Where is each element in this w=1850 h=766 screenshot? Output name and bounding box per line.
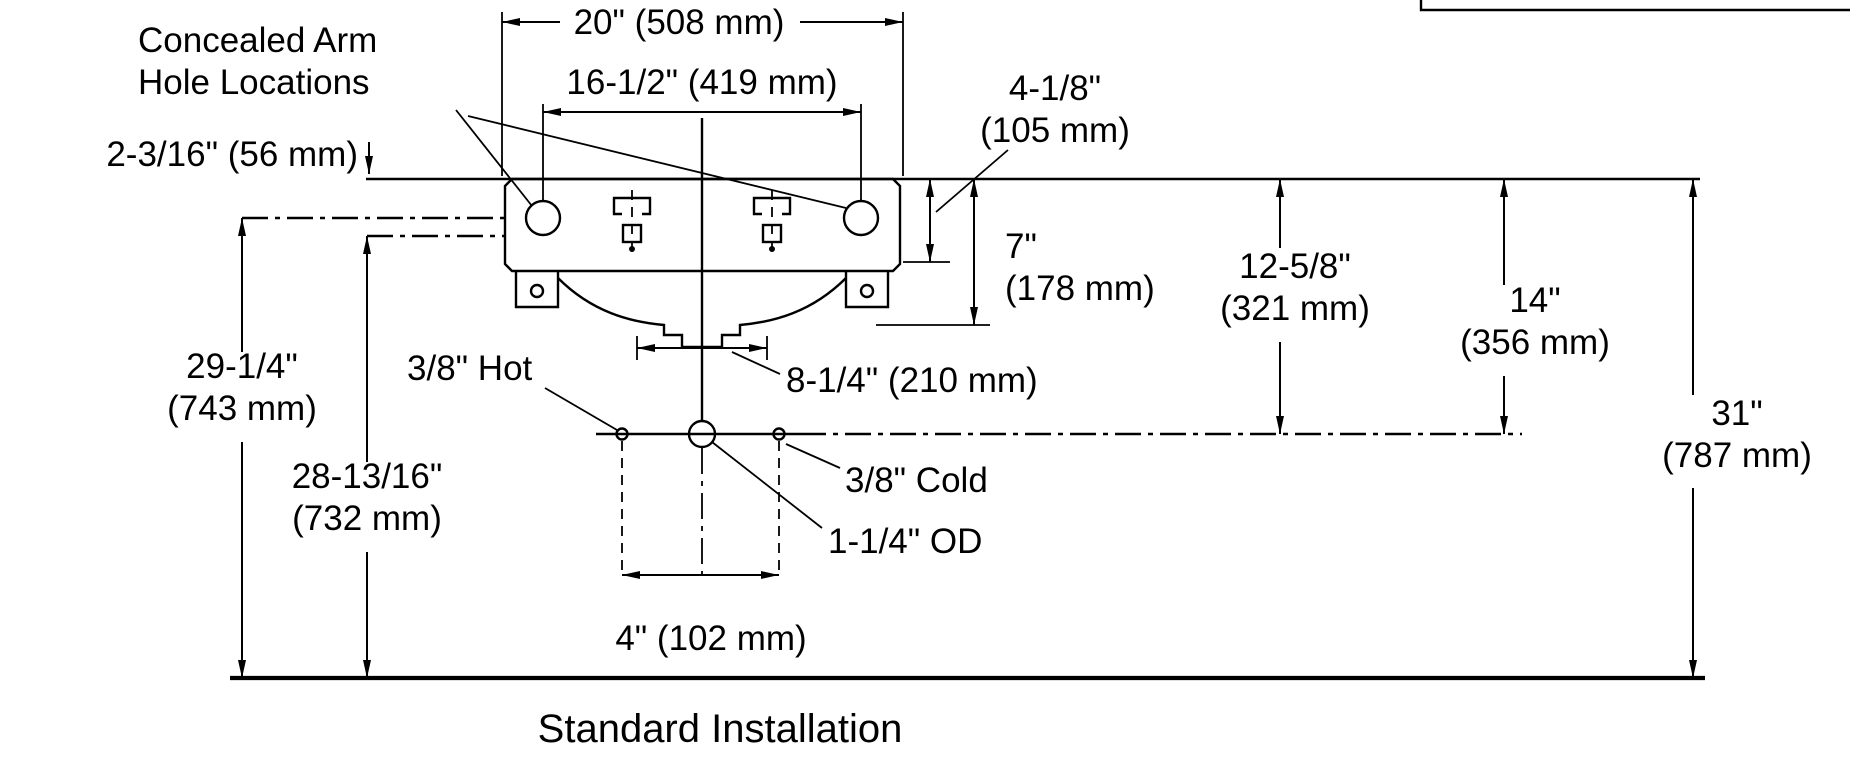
dim-label-floor-to-armhole-mm: (743 mm): [167, 389, 317, 428]
leader-line: [455, 109, 533, 207]
dim-armhole-spacing: 16-1/2" (419 mm): [543, 63, 861, 116]
drain-outlet: [687, 419, 717, 449]
reference-lines: [230, 177, 1705, 681]
callout-cold-label: 3/8" Cold: [845, 461, 988, 500]
callout-cold-supply: 3/8" Cold: [785, 443, 988, 500]
hot-supply-point: [615, 427, 629, 441]
callout-concealed-arm: Concealed Arm Hole Locations: [138, 21, 847, 209]
dim-label-rim-to-supply-mm: (321 mm): [1220, 289, 1370, 328]
dim-floor-to-armhole: 29-1/4" (743 mm): [167, 218, 317, 678]
left-mount-tab: [514, 271, 560, 309]
dim-supply-spacing: 4" (102 mm): [615, 571, 807, 658]
callout-concealed-arm-line2: Hole Locations: [138, 63, 370, 102]
dim-label-floor-to-mount-mm: (732 mm): [292, 499, 442, 538]
right-mount-tab: [844, 271, 890, 309]
callout-concealed-arm-line1: Concealed Arm: [138, 21, 377, 60]
dim-floor-to-rim: 31" (787 mm): [1662, 179, 1812, 678]
leader-line: [711, 441, 823, 529]
dim-label-rim-drop: 2-3/16" (56 mm): [106, 135, 358, 174]
left-arm-bracket: [612, 190, 652, 258]
dim-label-floor-to-armhole-in: 29-1/4": [186, 347, 298, 386]
dim-rim-to-supply: 12-5/8" (321 mm): [1220, 179, 1370, 434]
left-tab-hole: [529, 283, 545, 299]
dim-floor-to-mount: 28-13/16" (732 mm): [292, 236, 443, 678]
dim-label-rim-to-drain-mm: (356 mm): [1460, 323, 1610, 362]
dim-overall-width: 20" (508 mm): [502, 3, 903, 42]
rough-in-plumbing: [596, 419, 1522, 575]
dim-label-overall-width: 20" (508 mm): [574, 3, 785, 42]
right-arm-bracket: [752, 190, 792, 258]
dim-label-drain-offset: 8-1/4" (210 mm): [786, 361, 1038, 400]
dim-label-floor-to-mount-in: 28-13/16": [292, 457, 443, 496]
leader-line: [935, 149, 1009, 213]
dim-rim-to-underside: 7" (178 mm): [876, 179, 1155, 326]
leader-line: [467, 115, 847, 209]
callout-hot-supply: 3/8" Hot: [407, 349, 618, 431]
dim-label-rim-to-armhole-in: 4-1/8": [1009, 69, 1101, 108]
dim-rim-to-drain: 14" (356 mm): [1460, 179, 1610, 434]
dim-rim-to-armhole: 4-1/8" (105 mm): [903, 69, 1130, 263]
diagram-caption: Standard Installation: [538, 707, 903, 751]
dim-label-rim-to-underside-mm: (178 mm): [1005, 269, 1155, 308]
callout-drain-od: 1-1/4" OD: [711, 441, 982, 561]
back-plate: [503, 177, 902, 273]
right-armhole: [842, 199, 880, 237]
dim-rim-drop: 2-3/16" (56 mm): [106, 135, 373, 174]
dim-label-floor-to-rim-mm: (787 mm): [1662, 436, 1812, 475]
callout-drain-od-label: 1-1/4" OD: [828, 522, 982, 561]
dim-label-floor-to-rim-in: 31": [1711, 394, 1762, 433]
leader-line: [544, 387, 618, 431]
left-armhole: [524, 199, 562, 237]
leader-line: [785, 443, 841, 469]
right-tab-hole: [859, 283, 875, 299]
dim-label-rim-to-armhole-mm: (105 mm): [980, 111, 1130, 150]
dim-label-armhole-spacing: 16-1/2" (419 mm): [566, 63, 837, 102]
lavatory-fixture: [501, 12, 904, 421]
leader-line: [731, 351, 781, 375]
dim-drain-offset: 8-1/4" (210 mm): [636, 336, 1038, 400]
cold-supply-point: [772, 427, 786, 441]
dim-label-rim-to-underside-in: 7": [1005, 227, 1037, 266]
adjacent-panel-corner: [1419, 0, 1850, 12]
dim-label-rim-to-supply-in: 12-5/8": [1239, 247, 1351, 286]
dim-label-rim-to-drain-in: 14": [1509, 281, 1560, 320]
dim-label-supply-spacing: 4" (102 mm): [615, 619, 806, 658]
callout-hot-label: 3/8" Hot: [407, 349, 533, 388]
